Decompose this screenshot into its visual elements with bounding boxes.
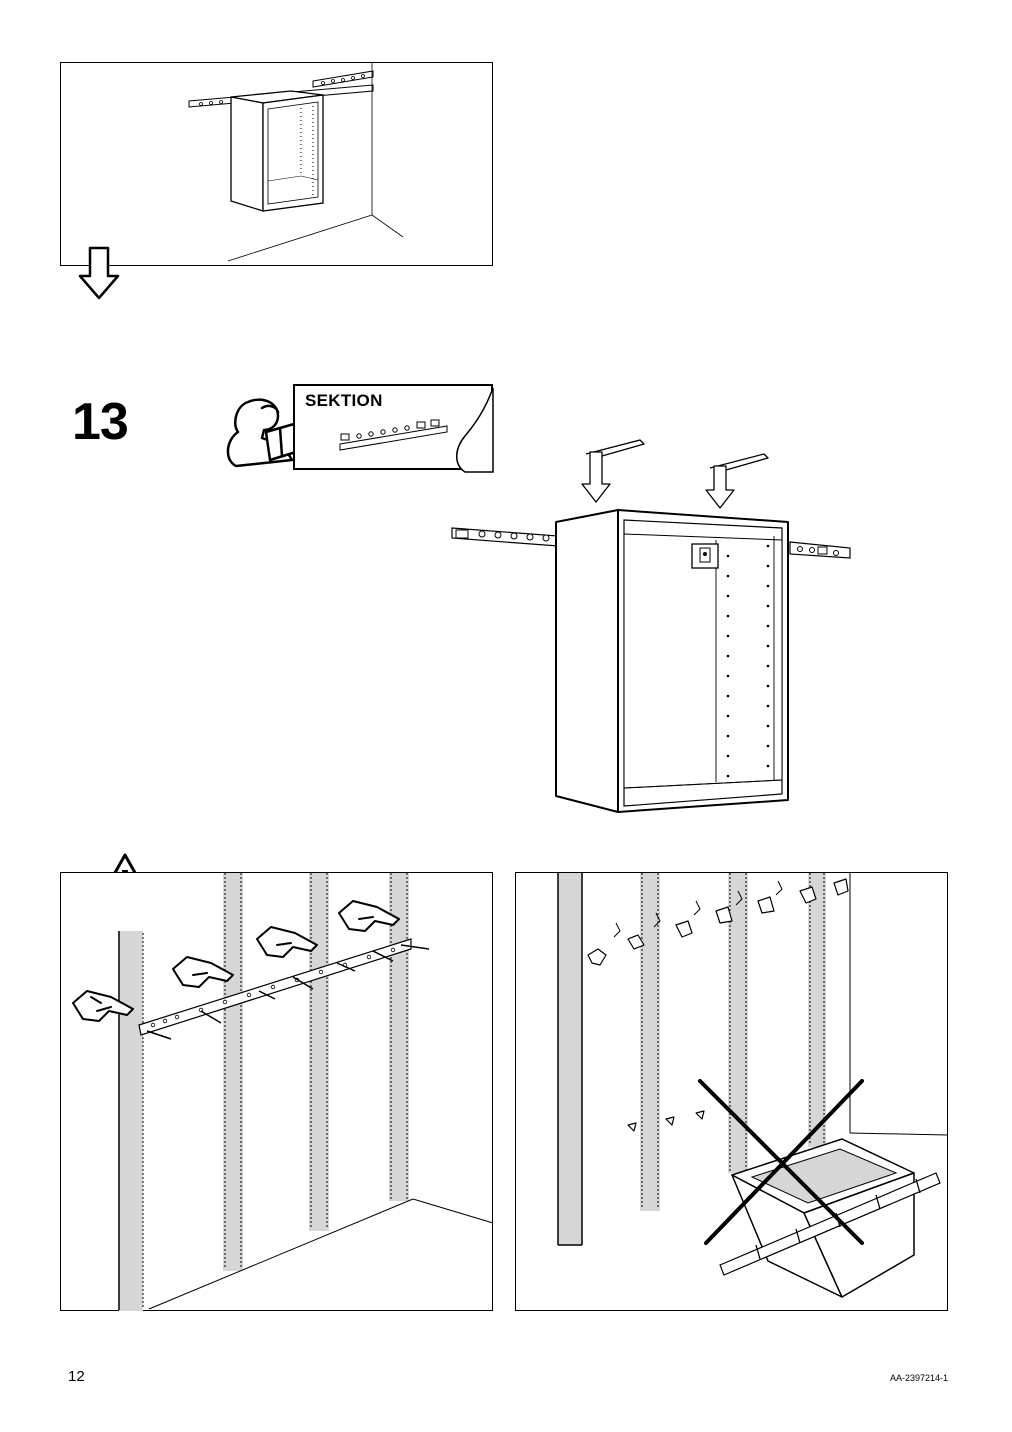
correct-mounting-panel: [60, 872, 494, 1311]
down-arrow-icon: [78, 246, 120, 300]
booklet-rail-thumbnail: [339, 387, 494, 473]
reference-booklet: [293, 384, 494, 473]
cabinet-hang-illustration: [451, 439, 851, 813]
pointing-hand-icon: [72, 990, 134, 1022]
top-illustration-panel: [60, 62, 493, 266]
drywall-failure-illustration: [557, 873, 949, 1298]
manual-reader-icon: [226, 398, 298, 468]
x-cross-icon: [698, 1079, 864, 1245]
incorrect-mounting-panel: [515, 872, 949, 1311]
document-code: AA-2397214-1: [889, 1373, 948, 1383]
step-number: 13: [72, 393, 129, 451]
booklet-label: SEKTION: [305, 391, 383, 410]
cabinet-on-rail-illustration: [188, 63, 404, 262]
page-number: 12: [68, 1368, 85, 1385]
wall-studs-illustration: [72, 873, 494, 1311]
